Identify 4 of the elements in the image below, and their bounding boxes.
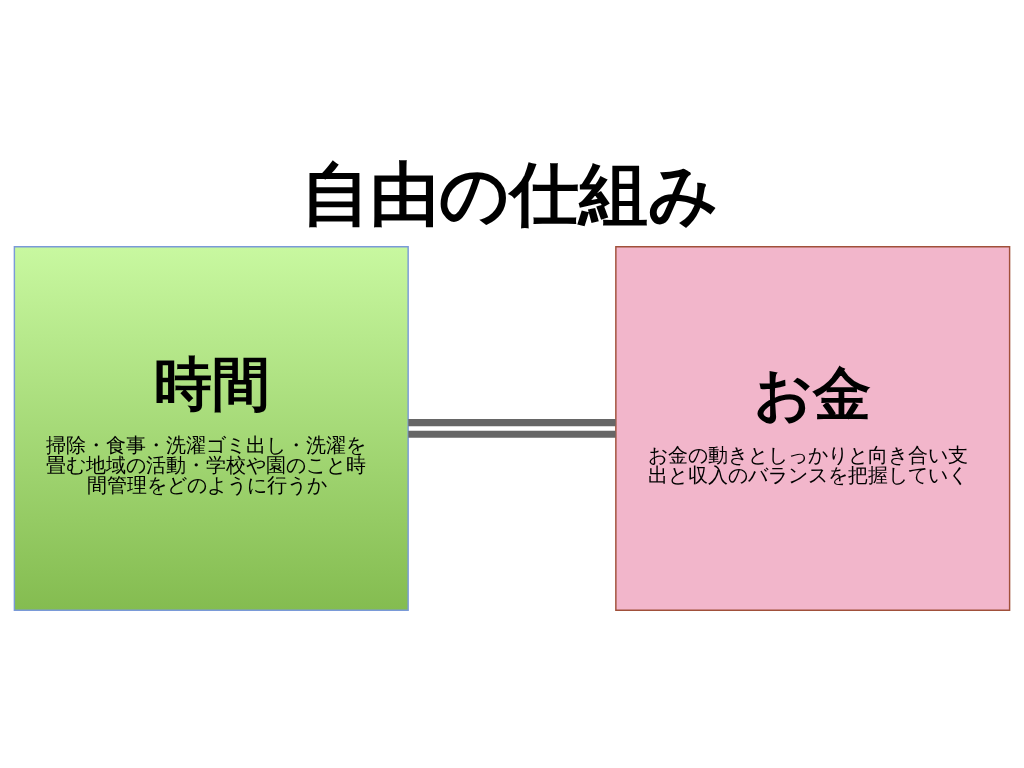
- node-box: 時間 掃除・食事・洗濯ゴミ出し・洗濯を畳む地域の活動・学校や園のこと時間管理をどのように行うか: [13, 245, 409, 611]
- connector: [408, 418, 616, 438]
- diagram-title: 自由の仕組み: [301, 153, 720, 234]
- node-box: お金 お金の動きとしっかりと向き合い支出と収入のバランスを把握していく: [615, 245, 1011, 611]
